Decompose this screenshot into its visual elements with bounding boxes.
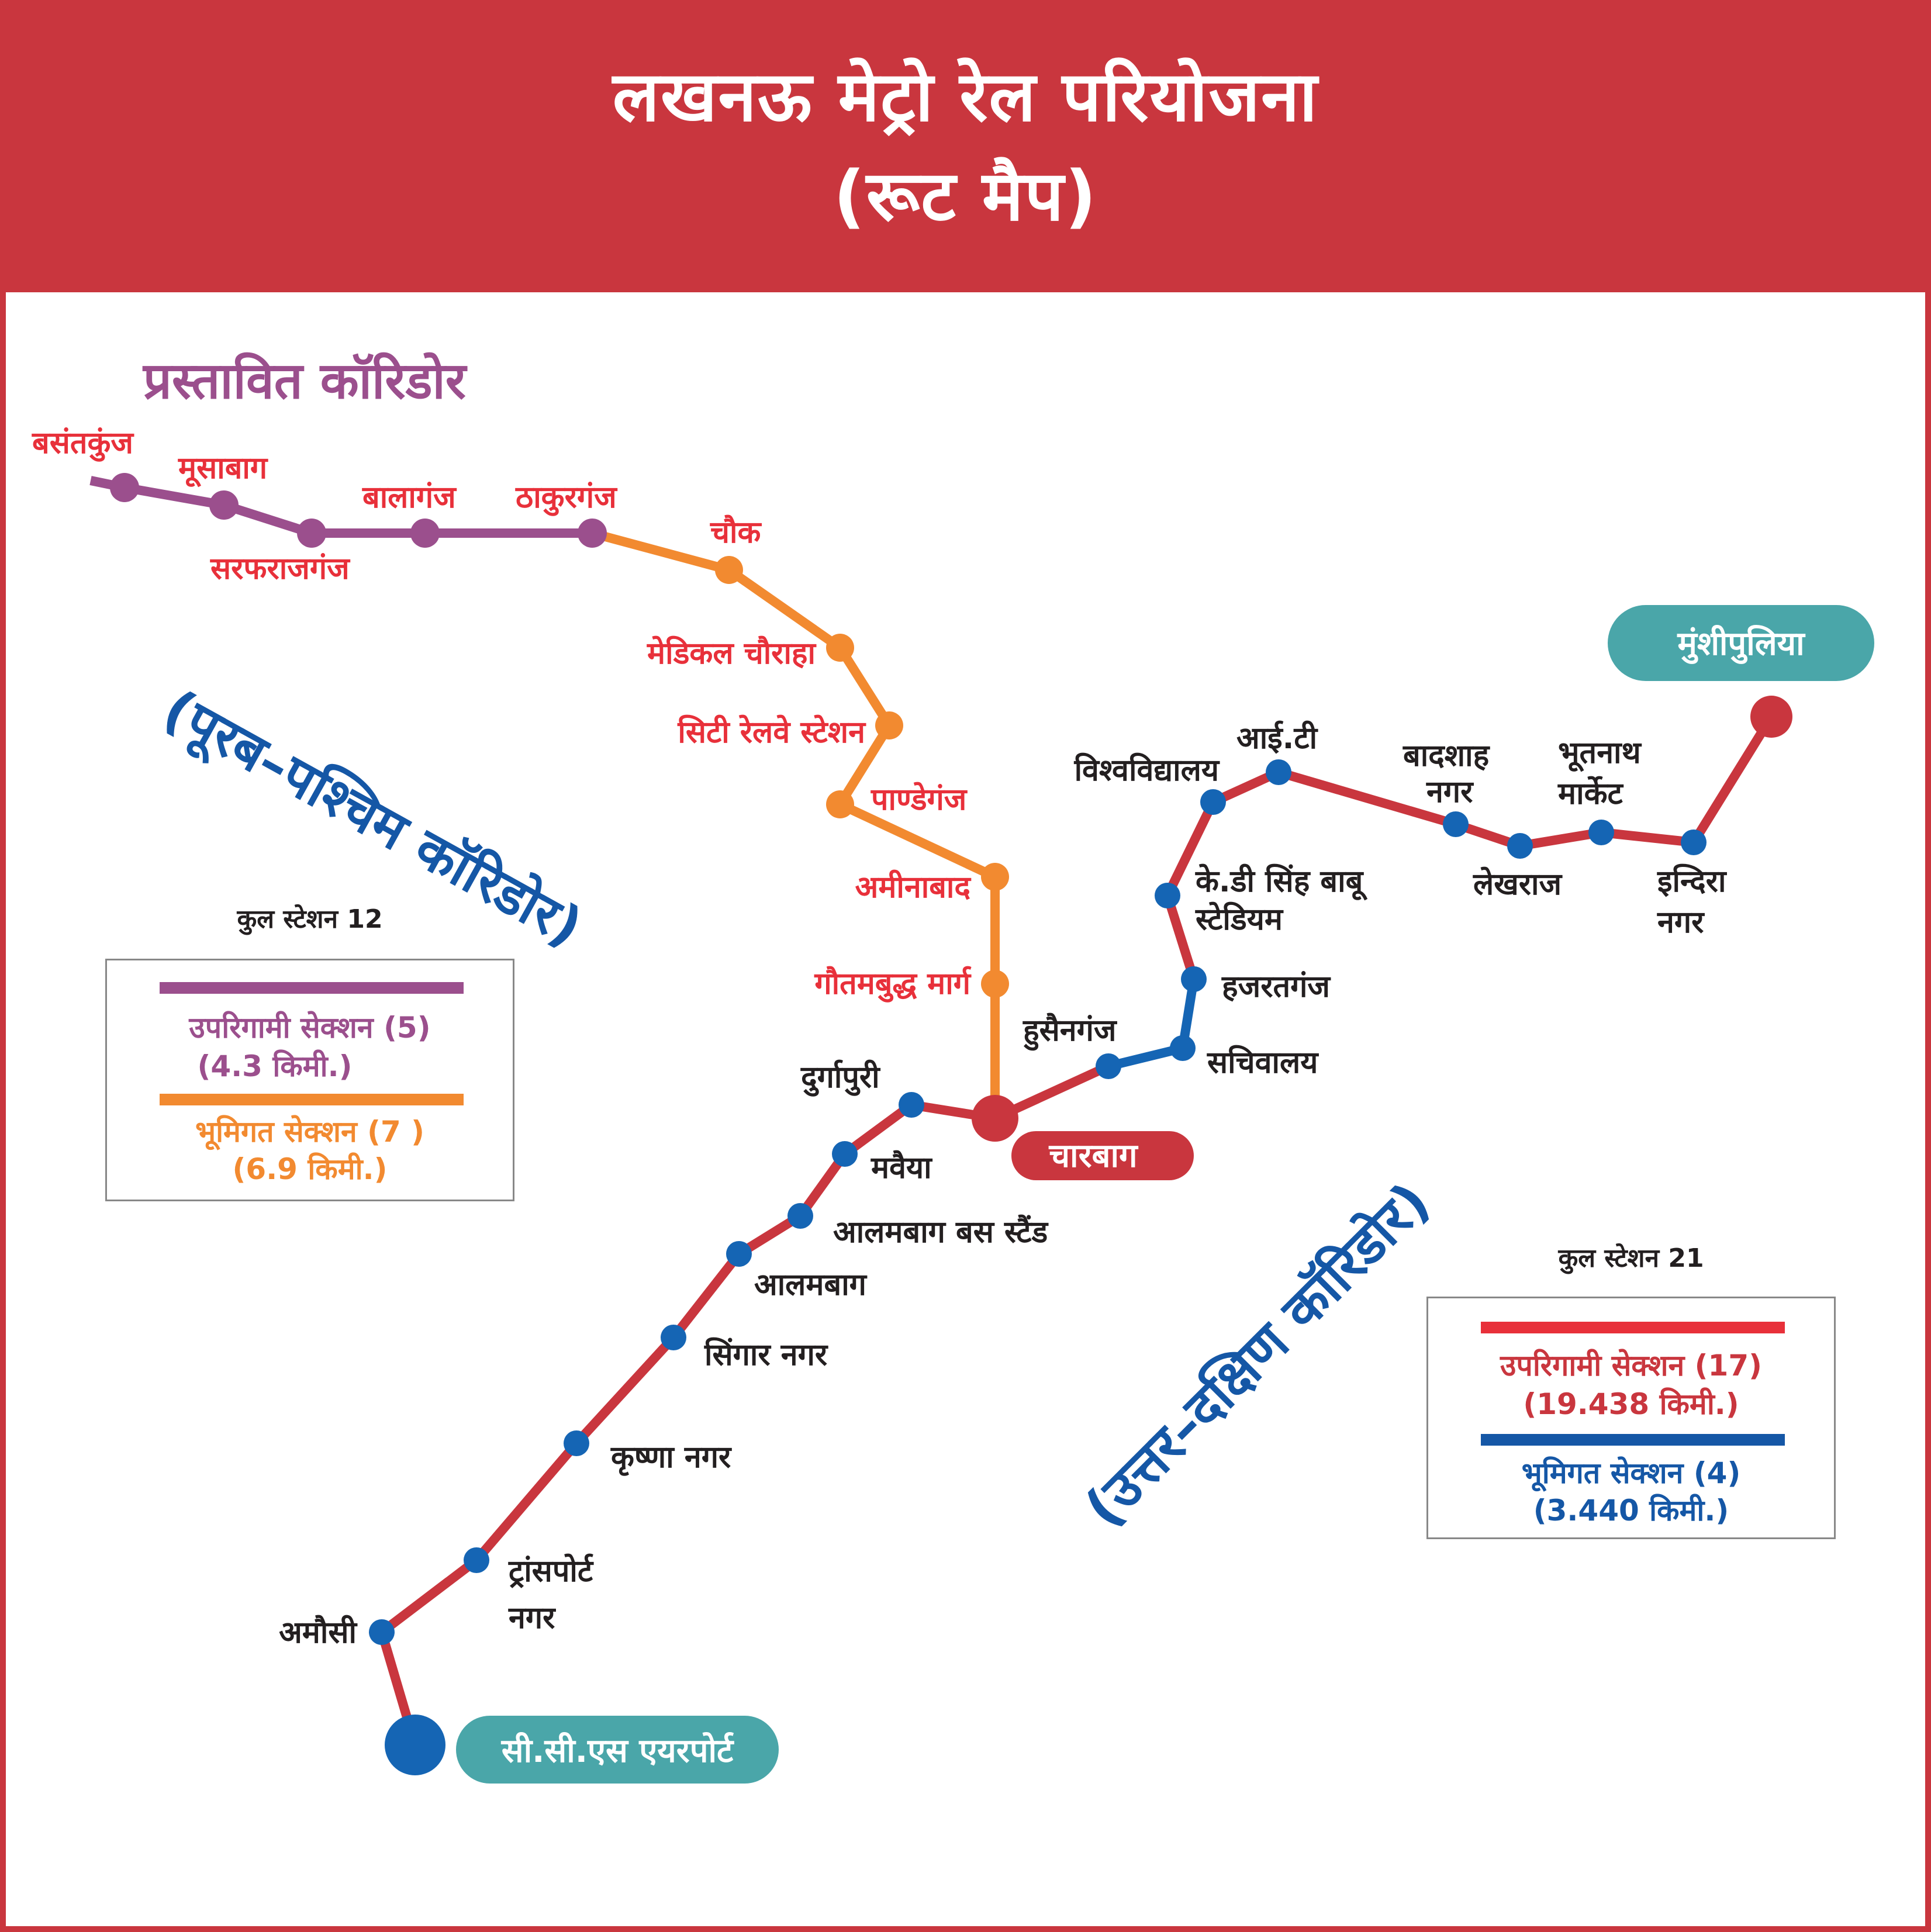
station-label: आई.टी (1236, 720, 1319, 756)
legend-label-underground: भूमिगत सेक्शन (7 ) (195, 1115, 425, 1149)
station-label: इन्दिरा (1657, 863, 1728, 899)
station-label: ठाकुरगंज (515, 480, 618, 516)
terminal-label-airport: सी.सी.एस एयरपोर्ट (501, 1731, 734, 1770)
north-south-total-stations: कुल स्टेशन 21 (1558, 1243, 1704, 1273)
legend-label-elevated: उपरिगामी सेक्शन (17) (1500, 1349, 1762, 1383)
station-dot-chowk[interactable] (715, 556, 743, 584)
legend-length-underground: (3.440 किमी.) (1533, 1494, 1729, 1527)
station-dot-thakurganj[interactable] (578, 519, 607, 548)
station-dot-medical-chauraha[interactable] (826, 634, 854, 662)
station-label: मवैया (870, 1150, 933, 1186)
station-dot-singar-nagar[interactable] (661, 1325, 686, 1350)
station-dot-krishna-nagar[interactable] (564, 1430, 589, 1456)
station-label: अमौसी (279, 1615, 358, 1650)
east-west-legend: उपरिगामी सेक्शन (5) (4.3 किमी.) भूमिगत स… (105, 959, 514, 1201)
station-label: चौक (710, 514, 762, 550)
station-label: मार्केट (1557, 776, 1624, 811)
legend-label-elevated: उपरिगामी सेक्शन (5) (189, 1011, 431, 1045)
station-label: मूसाबाग (178, 451, 268, 488)
station-label: हुसैनगंज (1023, 1012, 1118, 1051)
station-dot-indira-nagar[interactable] (1681, 830, 1707, 855)
station-dot-moosabagh[interactable] (209, 490, 239, 520)
terminal-label-munshipulia: मुंशीपुलिया (1677, 624, 1806, 664)
station-label: विश्वविद्यालय (1074, 752, 1220, 788)
station-label: बादशाह (1403, 738, 1491, 773)
station-dot-pandeyganj[interactable] (826, 790, 854, 818)
station-dot-bhootnath-market[interactable] (1588, 820, 1614, 845)
station-label: दुर्गापुरी (800, 1059, 881, 1097)
station-label: मेडिकल चौराहा (647, 635, 817, 671)
legend-swatch-orange (160, 1094, 464, 1105)
station-dot-mawaiya[interactable] (832, 1141, 858, 1167)
legend-swatch-red (1481, 1322, 1785, 1333)
station-label: नगर (1657, 905, 1705, 940)
station-dot-badshah-nagar[interactable] (1443, 811, 1469, 837)
station-label: सिटी रेलवे स्टेशन (677, 714, 866, 750)
terminal-pill-charbagh[interactable]: चारबाग (1011, 1131, 1194, 1180)
north-south-elevated-line (376, 714, 1775, 1747)
station-dot-durgapuri[interactable] (899, 1092, 924, 1118)
station-dot-balaganj[interactable] (410, 519, 440, 548)
station-dot-aminabad[interactable] (981, 863, 1009, 891)
station-label: कृष्णा नगर (610, 1440, 732, 1476)
station-dot-basantkunj[interactable] (110, 473, 139, 502)
station-label: गौतमबुद्ध मार्ग (814, 966, 972, 1003)
station-label: सचिवालय (1207, 1045, 1319, 1080)
station-dot-alambagh-bus-stand[interactable] (787, 1203, 813, 1229)
station-label: आलमबाग (754, 1267, 868, 1302)
terminal-pill-airport[interactable]: सी.सी.एस एयरपोर्ट (456, 1716, 779, 1784)
station-dot-hussainganj[interactable] (1096, 1053, 1121, 1079)
legend-swatch-purple (160, 982, 464, 994)
station-dot-charbagh[interactable] (972, 1095, 1018, 1142)
station-dot-sarfarazganj[interactable] (297, 519, 326, 548)
north-south-stations (369, 696, 1792, 1775)
station-label: नगर (1426, 775, 1474, 810)
title-banner: लखनऊ मेट्रो रेल परियोजना (रूट मैप) (0, 0, 1931, 292)
terminal-pill-munshipulia[interactable]: मुंशीपुलिया (1608, 605, 1874, 681)
station-dot-hazratganj[interactable] (1181, 966, 1207, 992)
station-label: बालागंज (362, 480, 457, 515)
station-dot-alambagh[interactable] (726, 1241, 752, 1267)
station-dot-airport[interactable] (385, 1715, 445, 1775)
proposed-corridor-title: प्रस्तावित कॉरिडोर (143, 352, 466, 410)
page-title: लखनऊ मेट्रो रेल परियोजना (612, 56, 1319, 137)
north-south-legend: उपरिगामी सेक्शन (17) (19.438 किमी.) भूमि… (1426, 1297, 1836, 1539)
station-label: अमीनाबाद (855, 869, 972, 905)
station-dot-amausi[interactable] (369, 1619, 395, 1645)
station-label: आलमबाग बस स्टैंड (833, 1214, 1049, 1250)
station-label: बसंतकुंज (32, 426, 134, 462)
station-label: हजरतगंज (1221, 969, 1331, 1004)
station-dot-munshipulia[interactable] (1750, 696, 1792, 738)
station-dot-transport-nagar[interactable] (464, 1547, 489, 1573)
page-subtitle: (रूट मैप) (833, 155, 1098, 236)
legend-label-underground: भूमिगत सेक्शन (4) (1521, 1456, 1741, 1490)
north-south-labels: अमौसी ट्रांसपोर्ट नगर कृष्णा नगर सिंगार … (279, 720, 1728, 1650)
station-dot-vishwavidyalaya[interactable] (1200, 789, 1226, 815)
station-label: स्टेडियम (1195, 901, 1284, 937)
station-dot-city-railway-station[interactable] (875, 711, 903, 739)
station-label: लेखराज (1473, 866, 1563, 902)
station-label: के.डी सिंह बाबू (1195, 863, 1367, 901)
station-dot-gautam-buddha-marg[interactable] (981, 970, 1009, 998)
legend-length-underground: (6.9 किमी.) (232, 1152, 388, 1186)
legend-swatch-blue (1481, 1434, 1785, 1446)
station-label: ट्रांसपोर्ट (508, 1553, 594, 1589)
station-dot-it[interactable] (1266, 759, 1291, 785)
station-dot-sachivalaya[interactable] (1170, 1035, 1196, 1061)
station-dot-kd-singh-stadium[interactable] (1155, 883, 1180, 908)
legend-length-elevated: (4.3 किमी.) (197, 1049, 353, 1083)
legend-length-elevated: (19.438 किमी.) (1523, 1387, 1739, 1421)
east-west-total-stations: कुल स्टेशन 12 (237, 904, 383, 934)
station-label: पाण्डेगंज (870, 782, 968, 817)
terminal-label-charbagh: चारबाग (1049, 1137, 1139, 1175)
station-dot-lekhraj[interactable] (1507, 833, 1533, 859)
station-label: नगर (508, 1601, 556, 1636)
station-label: भूतनाथ (1558, 735, 1642, 772)
east-west-stations (110, 473, 1009, 998)
east-west-labels: बसंतकुंज मूसाबाग सरफराजगंज बालागंज ठाकुर… (32, 426, 972, 1003)
east-west-underground-line (590, 528, 1000, 1118)
station-label: सरफराजगंज (210, 551, 351, 586)
station-label: सिंगार नगर (704, 1337, 828, 1373)
